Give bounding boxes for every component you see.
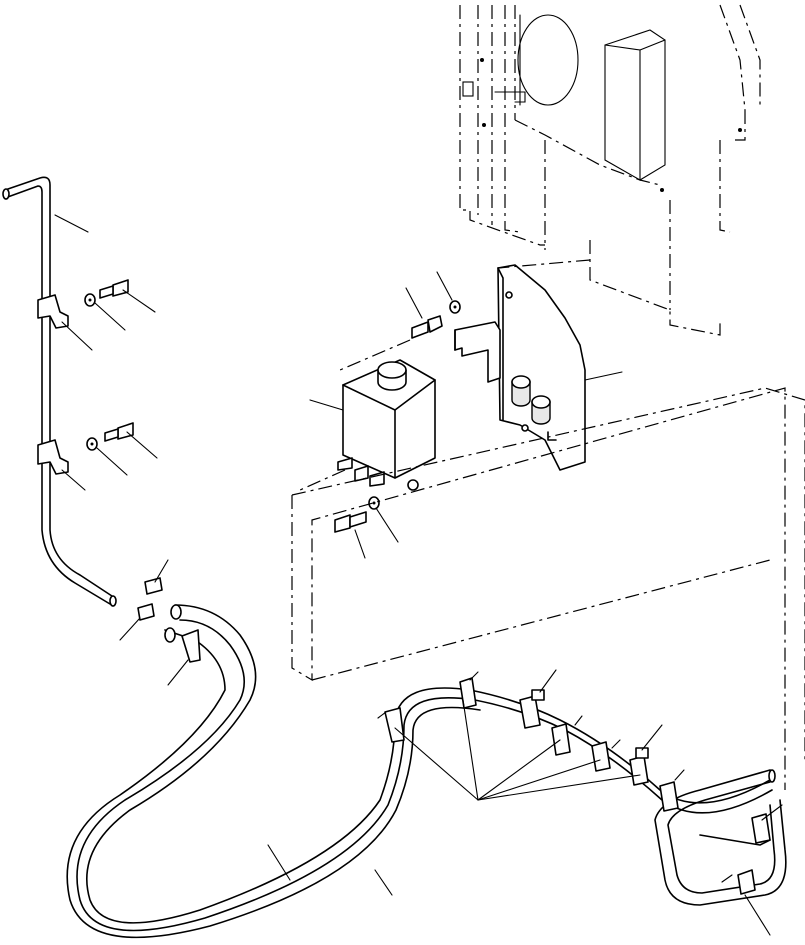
mounting-bracket	[454, 264, 586, 471]
washer-hoses	[66, 604, 787, 939]
bolts-and-washers	[84, 279, 461, 533]
cab-rear-panel	[459, 4, 761, 336]
hose-connectors	[137, 577, 163, 621]
washer-tank	[337, 359, 436, 491]
hose-clamps	[181, 629, 771, 895]
tank-phantom-box	[291, 259, 805, 790]
leader-lines	[54, 214, 783, 936]
washer-nozzle-pipe	[2, 176, 117, 607]
pipe-clips	[37, 294, 69, 475]
